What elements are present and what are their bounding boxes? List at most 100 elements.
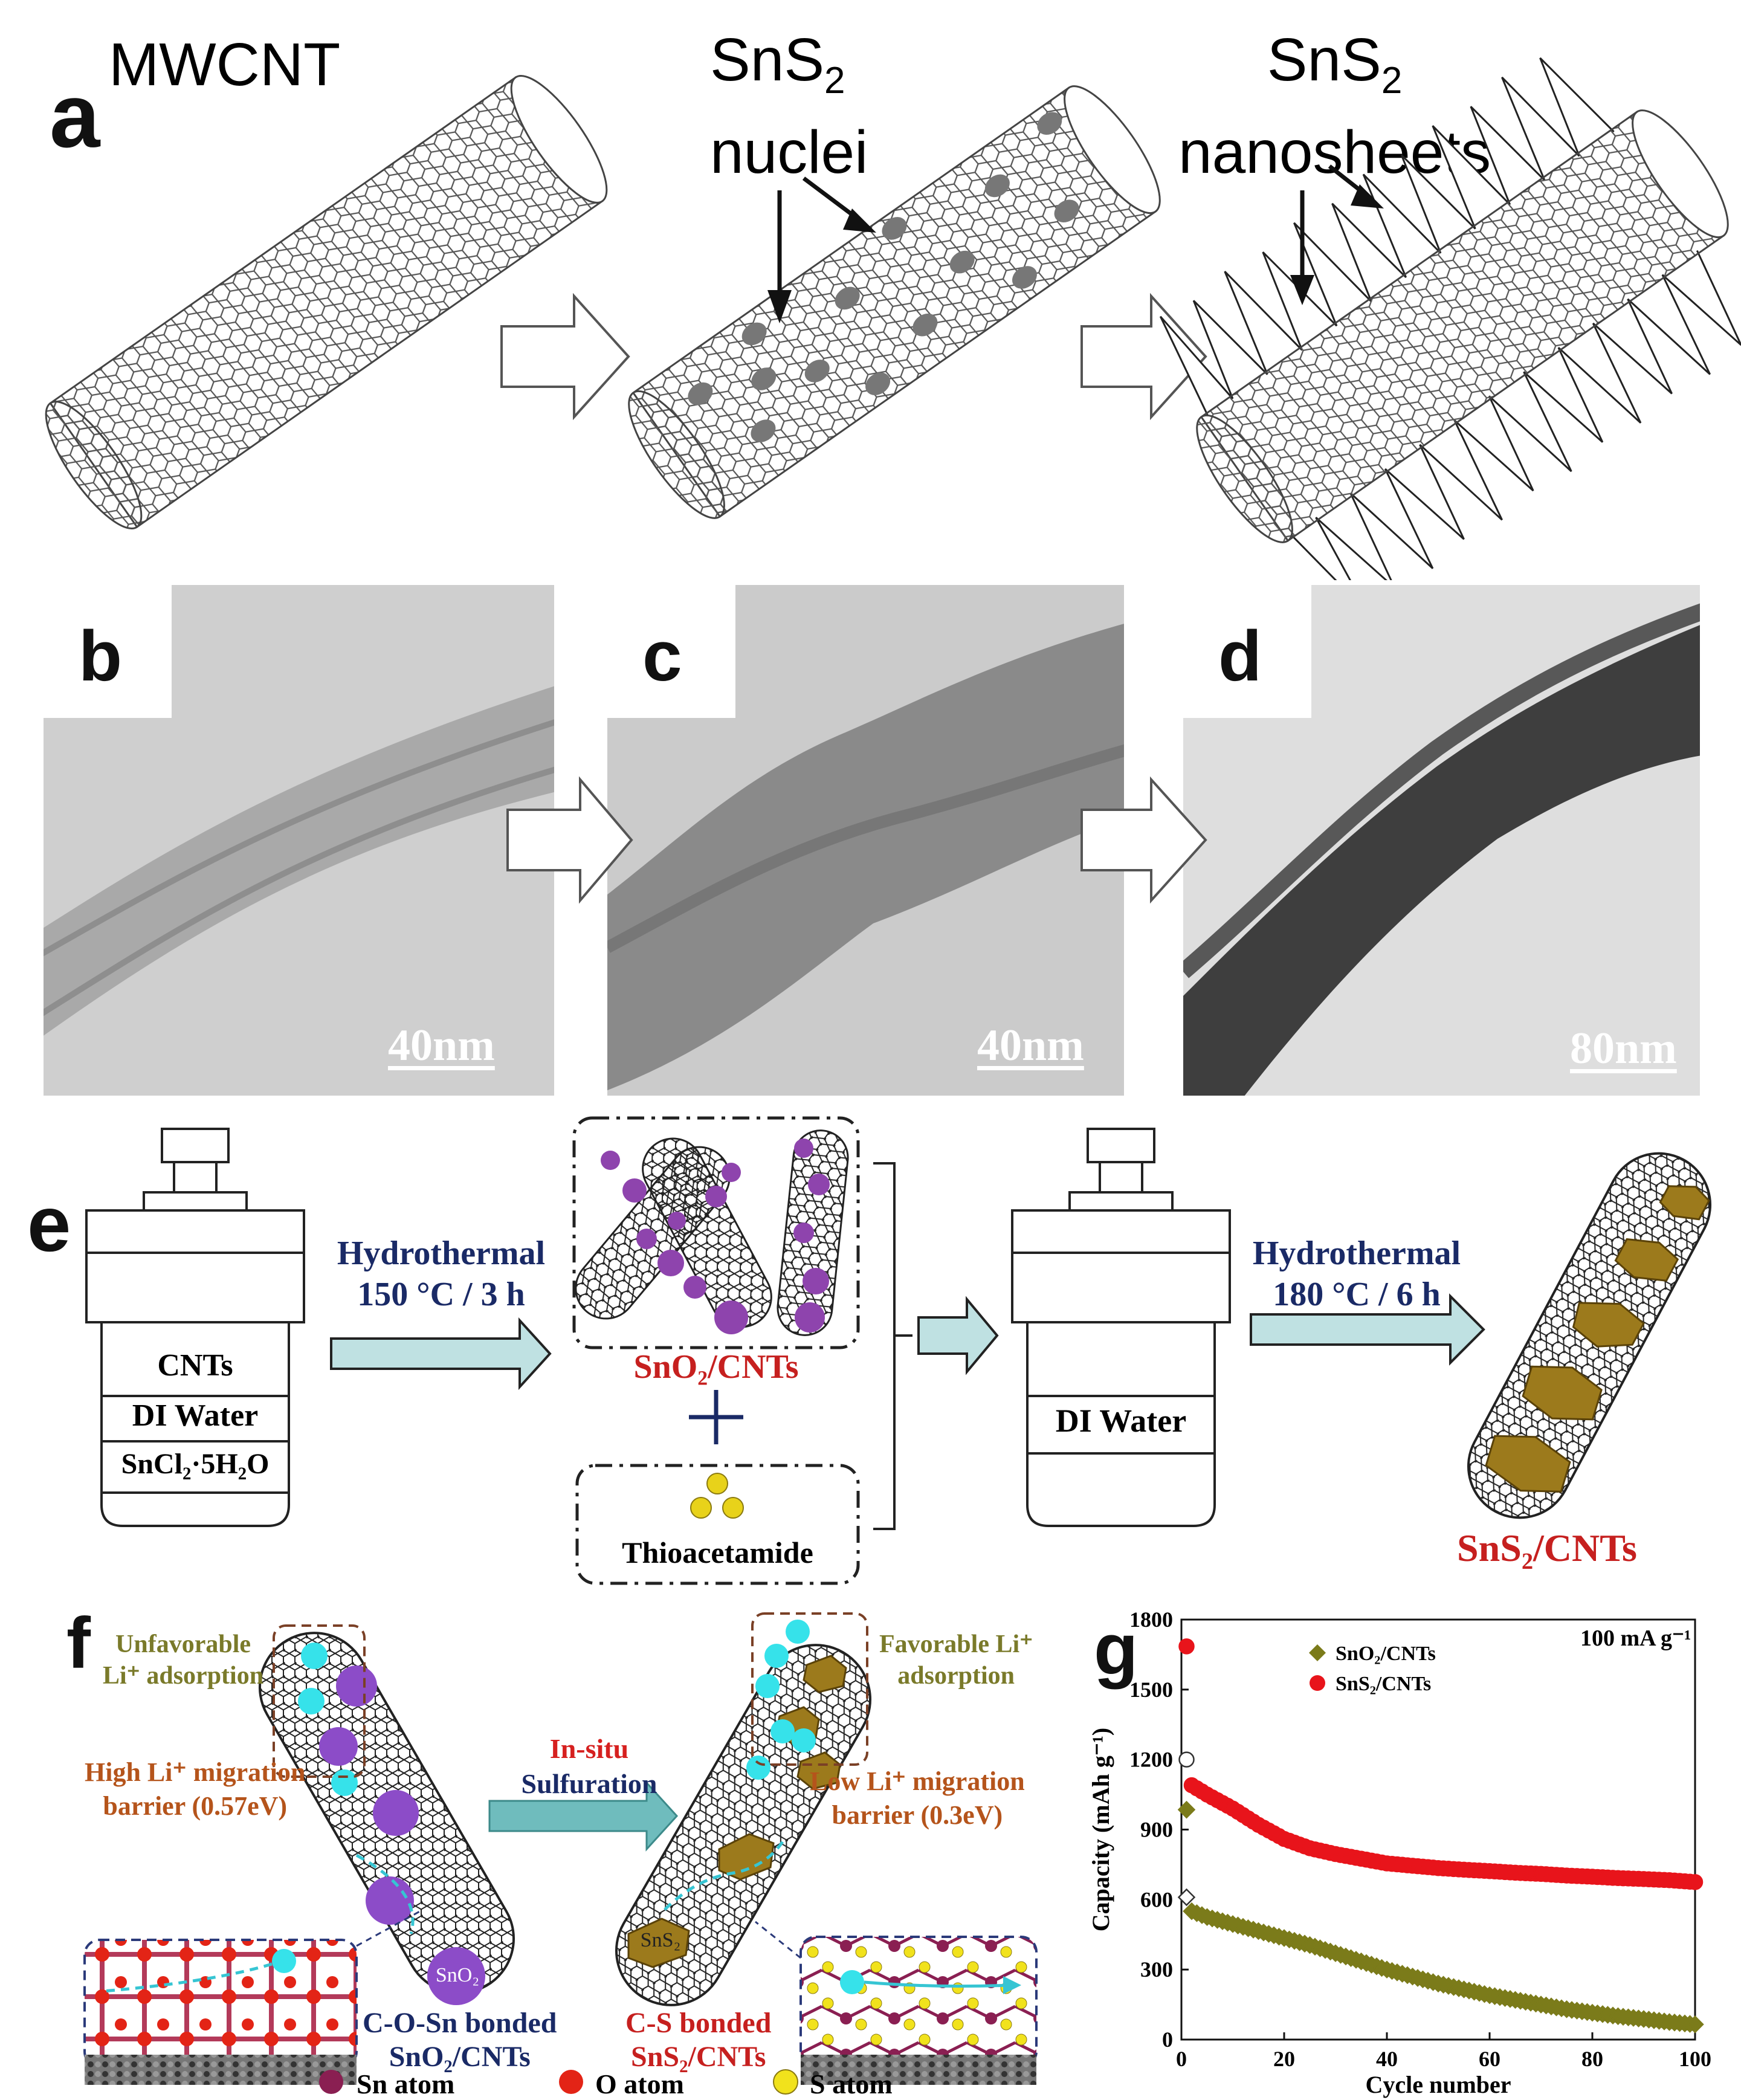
transfer-arrow bbox=[917, 1296, 999, 1375]
autoclave-2 bbox=[1011, 1128, 1231, 1527]
sns2-nuclei-label: SnS2 nuclei bbox=[710, 26, 868, 186]
tem-b-content bbox=[44, 686, 554, 1036]
plus-sign bbox=[689, 1390, 743, 1444]
sno2-cnts-box bbox=[572, 1116, 860, 1349]
bracket bbox=[873, 1162, 912, 1530]
autoclave-1 bbox=[85, 1128, 305, 1527]
legend-label: SnO₂/CNTs bbox=[1336, 1643, 1436, 1665]
thioacetamide-molecule bbox=[690, 1473, 744, 1519]
data-point bbox=[1177, 1800, 1196, 1819]
process-arrow-1 bbox=[500, 292, 630, 421]
tem-image-d: d 80nm bbox=[1183, 585, 1700, 1096]
data-point bbox=[1177, 1888, 1196, 1907]
x-tick-label: 100 bbox=[1679, 2047, 1711, 2071]
data-point bbox=[1178, 1638, 1195, 1655]
tem-image-c: c 40nm bbox=[607, 585, 1124, 1096]
mwcnt-label: MWCNT bbox=[109, 31, 341, 99]
x-tick-label: 60 bbox=[1479, 2047, 1500, 2071]
panel-b-tag: b bbox=[44, 585, 172, 718]
panel-e: e bbox=[0, 1106, 1741, 1589]
legend-o-atom bbox=[559, 2070, 583, 2094]
y-tick-label: 300 bbox=[1140, 1957, 1173, 1982]
panel-c-letter: c bbox=[642, 616, 682, 696]
legend-o-label: O atom bbox=[595, 2069, 684, 2099]
tem-arrow-1 bbox=[506, 776, 633, 904]
panel-f-letter: f bbox=[66, 1603, 91, 1684]
process-arrow-2 bbox=[1080, 292, 1207, 421]
y-axis-label: Capacity (mAh g⁻¹) bbox=[1087, 1728, 1114, 1932]
data-point bbox=[1687, 1874, 1704, 1890]
reagent-label: Thioacetamide bbox=[622, 1536, 813, 1569]
x-axis-label: Cycle number bbox=[1365, 2071, 1511, 2098]
y-tick-label: 1500 bbox=[1129, 1678, 1173, 1702]
y-tick-label: 900 bbox=[1140, 1818, 1173, 1842]
x-tick-label: 80 bbox=[1581, 2047, 1603, 2071]
sns2-nanosheets-label: SnS2 nanosheets bbox=[1178, 26, 1491, 186]
tem-arrow-2 bbox=[1080, 776, 1207, 904]
x-tick-label: 40 bbox=[1376, 2047, 1398, 2071]
thioacetamide-box bbox=[575, 1464, 860, 1585]
favorable-highlight bbox=[751, 1612, 868, 1766]
sns2-lattice-inset bbox=[799, 1936, 1038, 2068]
nuclei-tube bbox=[628, 85, 1161, 519]
data-point bbox=[1686, 2015, 1704, 2034]
sns2-plate-label: SnS₂ bbox=[640, 1929, 681, 1951]
panel-c-tag: c bbox=[607, 585, 735, 718]
legend-label: SnS₂/CNTs bbox=[1336, 1673, 1431, 1695]
product-label: SnS₂/CNTs bbox=[1457, 1527, 1637, 1569]
tem-image-b: b 40nm bbox=[44, 585, 554, 1096]
insitu-arrow bbox=[488, 1780, 679, 1852]
panel-g-letter: g bbox=[1094, 1609, 1139, 1690]
hydrothermal-arrow-2 bbox=[1250, 1293, 1485, 1366]
legend-sn-atom bbox=[319, 2070, 343, 2094]
panel-f: f bbox=[0, 1595, 1051, 2099]
capacity-chart: 0 20 40 60 80 100 0 300 600 900 1200 1500 1800Cycle … bbox=[1087, 1607, 1711, 2098]
x-tick-label: 0 bbox=[1176, 2047, 1187, 2071]
legend-marker bbox=[1310, 1675, 1325, 1691]
tem-c-content bbox=[607, 624, 1124, 1091]
intermediate-label: SnO₂/CNTs bbox=[633, 1348, 799, 1386]
panel-a-letter: a bbox=[50, 65, 100, 166]
y-tick-label: 0 bbox=[1162, 2027, 1173, 2052]
sno2-particles bbox=[319, 1665, 485, 2005]
scale-bar-b: 40nm bbox=[388, 1021, 495, 1070]
sno2-bubble-label: SnO₂ bbox=[435, 1964, 480, 1986]
tem-d-content bbox=[1183, 603, 1700, 1096]
scale-bar-c: 40nm bbox=[977, 1021, 1084, 1070]
panel-a: a MWCNT SnS2 nuclei SnS2 nanosheets bbox=[0, 0, 1741, 580]
scale-bar-d: 80nm bbox=[1570, 1024, 1677, 1073]
legend-s-atom bbox=[773, 2069, 798, 2095]
tem-arrows bbox=[506, 776, 1207, 904]
panel-e-illustration bbox=[85, 1116, 1712, 1585]
sno2-cnts-tubes bbox=[575, 1129, 849, 1336]
panel-e-letter: e bbox=[27, 1180, 71, 1268]
legend-s-label: S atom bbox=[810, 2069, 893, 2099]
panel-d-tag: d bbox=[1183, 585, 1311, 718]
y-tick-label: 1200 bbox=[1129, 1748, 1173, 1772]
hydrothermal-arrow-1 bbox=[330, 1317, 552, 1391]
vessel1-layer-water: DI Water bbox=[132, 1398, 259, 1433]
mwcnt-tube-1 bbox=[45, 74, 608, 530]
nanosheet-tube bbox=[1159, 57, 1741, 580]
legend-sn-label: Sn atom bbox=[357, 2069, 455, 2099]
panel-a-illustration bbox=[45, 57, 1741, 580]
vessel1-layer-cnts: CNTs bbox=[157, 1348, 233, 1383]
panel-d-letter: d bbox=[1218, 616, 1262, 696]
y-tick-label: 600 bbox=[1140, 1887, 1173, 1911]
data-point bbox=[1178, 1751, 1195, 1768]
sno2-lattice-inset bbox=[83, 1939, 358, 2068]
legend-marker bbox=[1309, 1644, 1326, 1661]
panel-b-letter: b bbox=[79, 616, 123, 696]
x-tick-label: 20 bbox=[1273, 2047, 1295, 2071]
unfavorable-highlight bbox=[273, 1624, 366, 1778]
sns2-cnts-tube bbox=[1467, 1152, 1712, 1519]
y-tick-label: 1800 bbox=[1129, 1607, 1173, 1632]
